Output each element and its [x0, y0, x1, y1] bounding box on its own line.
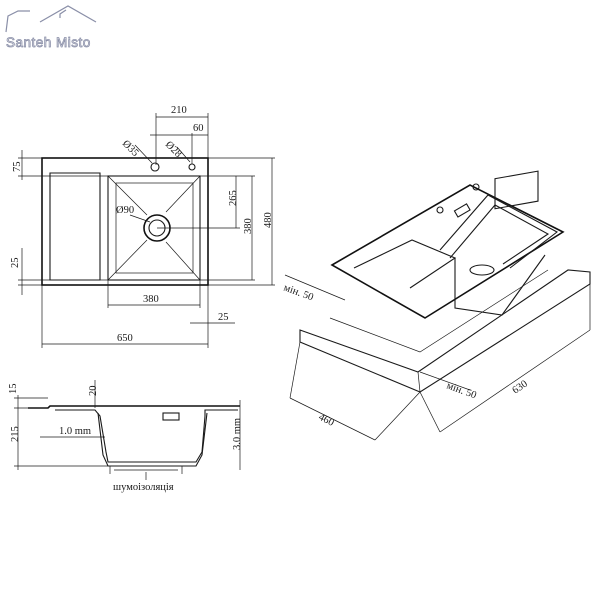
overflow-slot [162, 412, 180, 421]
dim-wall: 1.0 mm [59, 426, 91, 437]
iso-view: мін. 50 мін. 50 460 630 [282, 170, 591, 441]
tap-hole-28 [188, 163, 196, 171]
dim-210: 210 [171, 105, 187, 116]
dim-480: 480 [263, 212, 274, 228]
dim-min-right: мін. 50 [445, 380, 478, 401]
dim-15: 15 [8, 384, 19, 395]
dim-75: 75 [12, 162, 23, 173]
dim-20: 20 [88, 386, 99, 397]
sink-outline [41, 157, 209, 286]
dim-d35: Ø35 [120, 138, 141, 159]
dim-25-left: 25 [10, 258, 21, 269]
brand-logo: Santeh Misto [5, 5, 97, 50]
dim-25-right: 25 [218, 312, 229, 323]
dim-insulation: шумоізоляція [113, 482, 174, 493]
dim-380-h: 380 [143, 294, 159, 305]
dim-d90: Ø90 [116, 205, 134, 216]
dim-215: 215 [10, 426, 21, 442]
dim-380-v: 380 [243, 218, 254, 234]
iso-bowl-side [494, 170, 539, 210]
side-view: 15 215 20 1.0 mm 3.0 mm шумоізоляція [8, 380, 243, 493]
side-rim [28, 405, 240, 409]
dim-650: 650 [117, 333, 133, 344]
iso-overflow [453, 203, 471, 218]
dim-d28: Ø28 [163, 139, 184, 160]
top-view: 210 60 Ø35 Ø28 Ø90 75 25 265 380 480 [10, 105, 275, 348]
dim-460: 460 [317, 412, 336, 429]
tap-hole-35 [150, 162, 160, 172]
iso-sink-plate [330, 184, 565, 319]
dim-thickness: 3.0 mm [232, 418, 243, 450]
drainboard [49, 172, 101, 281]
dim-60: 60 [193, 123, 204, 134]
countertop [299, 269, 591, 393]
dim-265: 265 [228, 190, 239, 206]
dim-630: 630 [511, 379, 530, 397]
logo-text: Santeh Misto [6, 35, 91, 50]
